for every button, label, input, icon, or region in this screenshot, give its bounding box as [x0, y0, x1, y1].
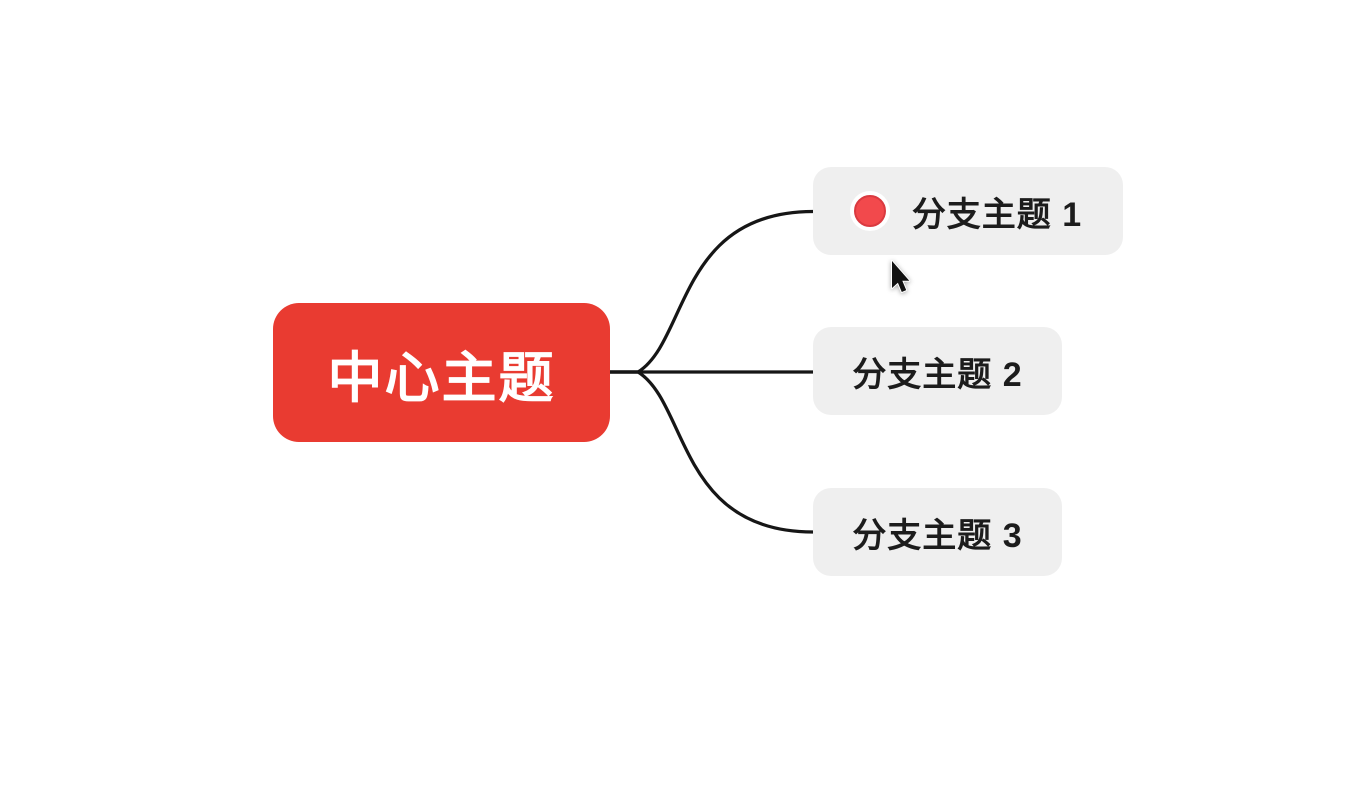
branch-topic-node-2[interactable]: 分支主题 2: [813, 327, 1062, 415]
central-topic-label: 中心主题: [327, 346, 556, 409]
branch-topic-label-3: 分支主题 3: [852, 516, 1023, 555]
branch-topic-label-1: 分支主题 1: [911, 195, 1083, 234]
connector-branch-3: [607, 370, 815, 534]
branch-topic-node-1[interactable]: 分支主题 1: [813, 167, 1123, 255]
central-topic-node[interactable]: 中心主题: [273, 303, 610, 442]
branch-topic-node-3[interactable]: 分支主题 3: [813, 488, 1062, 576]
branch-topic-label-2: 分支主题 2: [852, 355, 1023, 394]
connector-branch-1: [607, 209, 815, 374]
mouse-cursor-arrow-icon: [891, 260, 911, 293]
red-circle-marker-icon[interactable]: [853, 195, 886, 227]
